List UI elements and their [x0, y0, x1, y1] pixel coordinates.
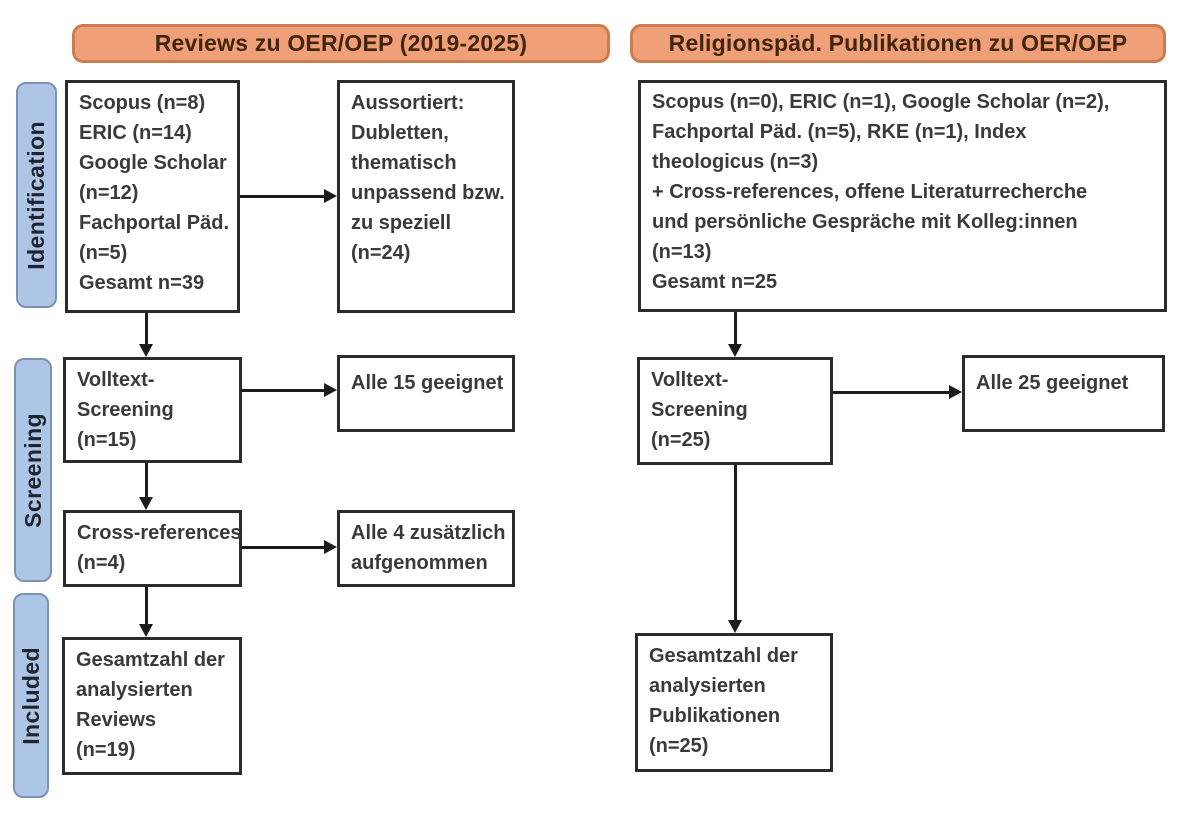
arrow-left-id-to-excluded-head: [324, 189, 337, 203]
arrow-left-crossref-to-result-head: [324, 540, 337, 554]
arrow-left-fulltext-to-crossref-line: [145, 463, 148, 499]
node-right-fulltext-screening: Volltext- Screening (n=25): [637, 357, 833, 465]
node-left-crossreferences-result: Alle 4 zusätzlich aufgenommen: [337, 510, 515, 587]
arrow-left-fulltext-to-result-head: [324, 383, 337, 397]
arrow-left-crossref-to-result-line: [242, 546, 325, 549]
arrow-left-fulltext-to-result-line: [242, 389, 325, 392]
node-left-fulltext-screening: Volltext- Screening (n=15): [63, 357, 242, 463]
node-left-crossreferences: Cross-references (n=4): [63, 510, 242, 587]
column-header-reviews: Reviews zu OER/OEP (2019-2025): [72, 24, 610, 63]
arrow-right-fulltext-to-result-line: [833, 391, 951, 394]
arrow-right-fulltext-to-included-head: [728, 620, 742, 633]
node-right-included-total: Gesamtzahl der analysierten Publikatione…: [635, 633, 833, 772]
arrow-left-crossref-to-included-head: [139, 624, 153, 637]
arrow-left-fulltext-to-crossref-head: [139, 497, 153, 510]
arrow-right-id-to-fulltext-head: [728, 344, 742, 357]
node-right-identification-sources: Scopus (n=0), ERIC (n=1), Google Scholar…: [638, 80, 1167, 312]
stage-label-screening: Screening: [14, 358, 52, 582]
arrow-left-id-to-fulltext-head: [139, 344, 153, 357]
arrow-right-fulltext-to-result-head: [949, 385, 962, 399]
column-header-religionspaed: Religionspäd. Publikationen zu OER/OEP: [630, 24, 1166, 63]
arrow-left-crossref-to-included-line: [145, 587, 148, 626]
stage-label-screening-text: Screening: [19, 412, 46, 528]
arrow-left-id-to-fulltext-line: [145, 313, 148, 346]
node-left-fulltext-result: Alle 15 geeignet: [337, 355, 515, 432]
stage-label-identification: Identification: [16, 82, 57, 308]
arrow-right-id-to-fulltext-line: [734, 312, 737, 346]
stage-label-included: Included: [13, 593, 49, 798]
arrow-right-fulltext-to-included-line: [734, 465, 737, 622]
stage-label-identification-text: Identification: [23, 120, 49, 270]
node-right-fulltext-result: Alle 25 geeignet: [962, 355, 1165, 432]
arrow-left-id-to-excluded-line: [240, 195, 325, 198]
node-left-identification-sources: Scopus (n=8) ERIC (n=14) Google Scholar …: [65, 80, 240, 313]
node-left-included-total: Gesamtzahl der analysierten Reviews (n=1…: [62, 637, 242, 775]
stage-label-included-text: Included: [17, 646, 44, 745]
node-left-excluded: Aussortiert: Dubletten, thematisch unpas…: [337, 80, 515, 313]
